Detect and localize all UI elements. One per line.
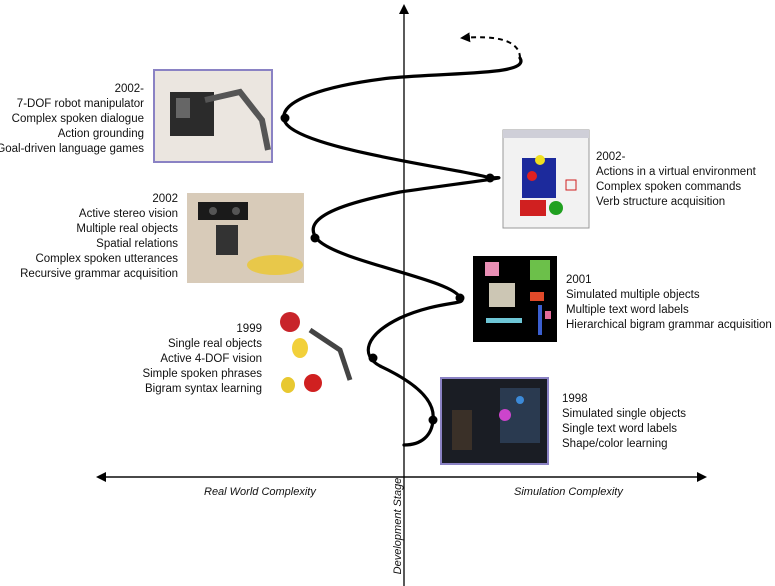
robot-manipulator-photo [153, 69, 273, 163]
stage-year: 2001 [566, 274, 592, 286]
stage-line: Complex spoken dialogue [11, 113, 144, 125]
stage-line: Actions in a virtual environment [596, 166, 756, 178]
stage-line: Single text word labels [562, 423, 678, 435]
continuation-arrow [460, 32, 521, 59]
stage-1999-text: 1999 Single real objects Active 4-DOF vi… [142, 322, 262, 397]
stage-dot-2002-stereo [310, 233, 320, 243]
stage-line: Complex spoken commands [596, 181, 742, 193]
stage-line: 7-DOF robot manipulator [16, 98, 144, 110]
stage-line: Simulated single objects [562, 408, 687, 420]
real-objects-photo [273, 305, 363, 401]
stage-year: 1999 [236, 323, 262, 335]
stage-line: Shape/color learning [562, 438, 668, 450]
stage-line: Single real objects [168, 338, 262, 350]
single-objects-photo [440, 377, 549, 465]
stage-line: Goal-driven language games [0, 143, 144, 155]
stage-line: Verb structure acquisition [596, 196, 726, 208]
stage-line: Complex spoken utterances [35, 253, 178, 265]
stage-dot-2002-sim [485, 173, 495, 183]
stage-2002-stereo-text: 2002 Active stereo vision Multiple real … [20, 192, 178, 282]
stage-2002-sim-text: 2002- Actions in a virtual environment C… [596, 150, 756, 210]
stage-line: Active 4-DOF vision [160, 353, 262, 365]
stage-year: 1998 [562, 393, 588, 405]
stage-line: Multiple real objects [76, 223, 178, 235]
stage-line: Recursive grammar acquisition [20, 268, 178, 280]
stage-line: Simple spoken phrases [142, 368, 262, 380]
stage-dot-1998 [428, 415, 438, 425]
stage-2002-robot-text: 2002- 7-DOF robot manipulator Complex sp… [0, 82, 144, 157]
stereo-vision-photo [187, 193, 304, 283]
stage-year: 2002- [114, 83, 144, 95]
stage-2001-text: 2001 Simulated multiple objects Multiple… [566, 273, 772, 333]
stage-year: 2002 [152, 193, 178, 205]
real-world-complexity-label: Real World Complexity [204, 486, 316, 498]
stage-dot-2001 [455, 293, 465, 303]
stage-line: Spatial relations [96, 238, 178, 250]
stage-line: Multiple text word labels [566, 304, 689, 316]
simulation-complexity-label: Simulation Complexity [514, 486, 623, 498]
development-curve [282, 56, 523, 447]
stage-line: Action grounding [57, 128, 144, 140]
stage-1998-text: 1998 Simulated single objects Single tex… [562, 392, 686, 452]
development-stage-label: Development Stage [392, 477, 404, 575]
simulated-objects-photo [473, 256, 557, 342]
stage-line: Bigram syntax learning [145, 383, 262, 395]
stage-line: Active stereo vision [78, 208, 178, 220]
stage-dot-1999 [368, 353, 378, 363]
stage-line: Hierarchical bigram grammar acquisition [566, 319, 772, 331]
stage-dot-2002-robot [280, 113, 290, 123]
stage-line: Simulated multiple objects [566, 289, 700, 301]
stage-year: 2002- [596, 151, 626, 163]
virtual-environment-photo [502, 129, 590, 229]
